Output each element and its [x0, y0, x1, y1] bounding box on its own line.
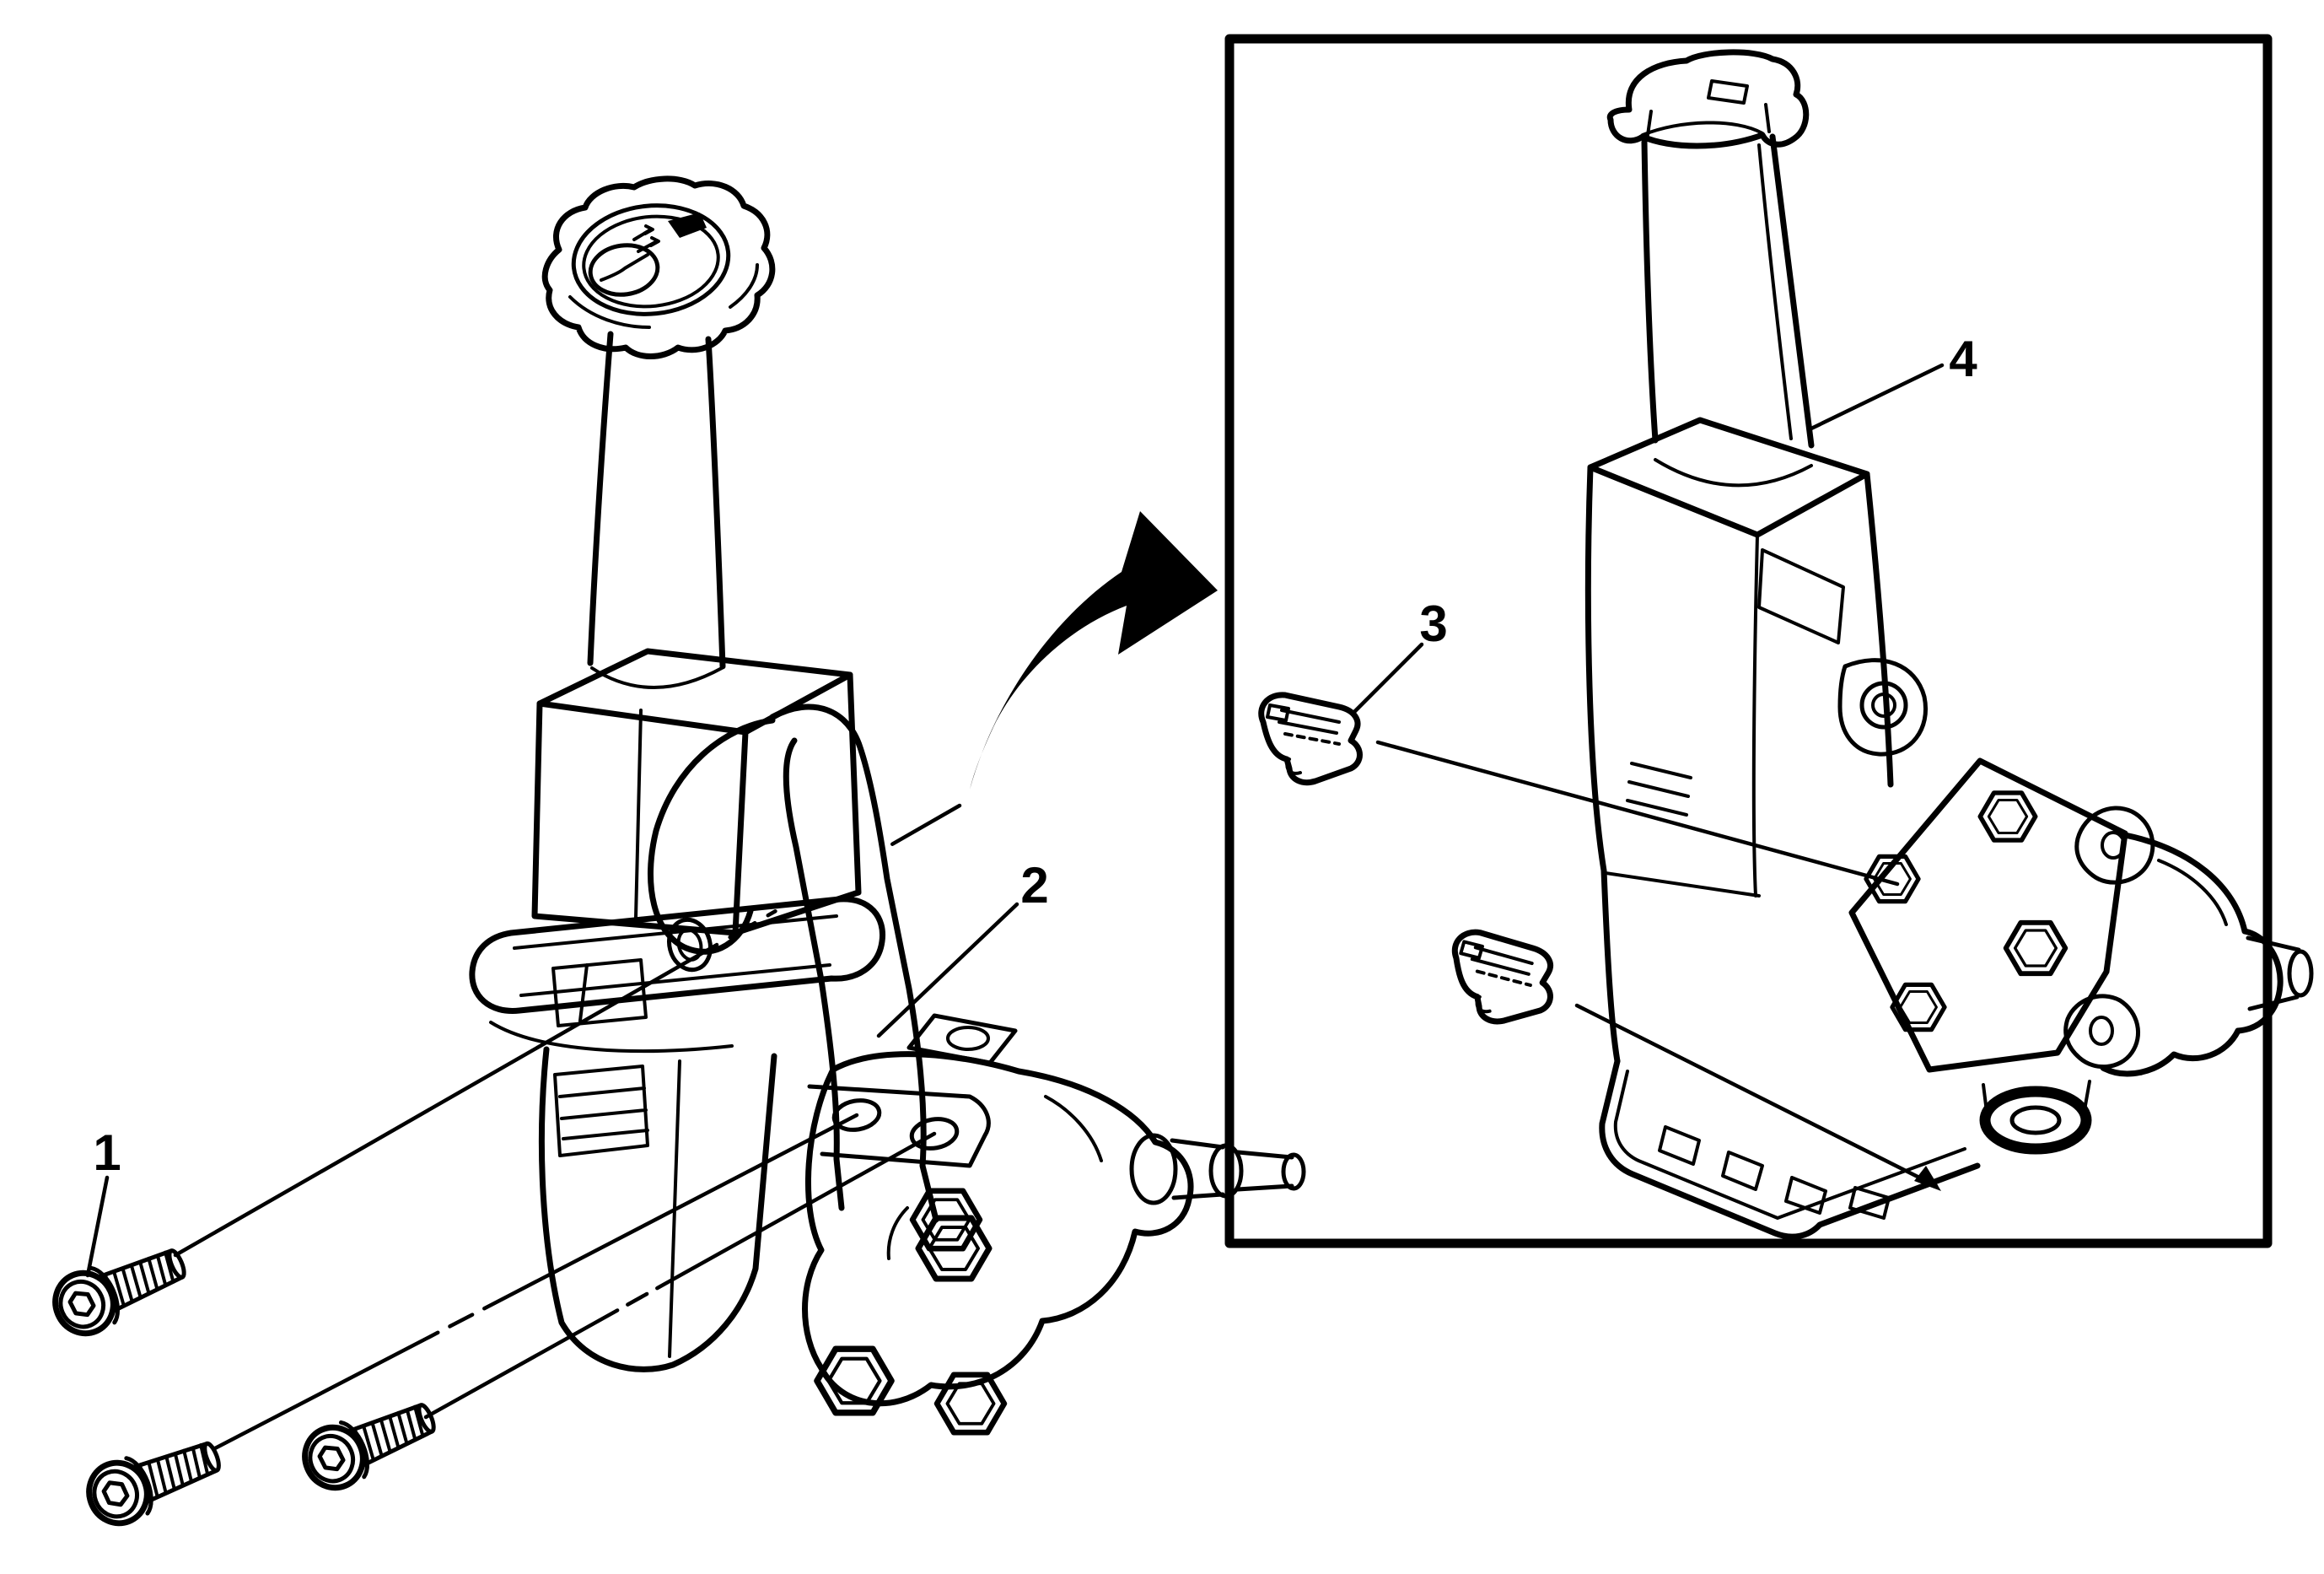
pump-port — [1281, 1152, 1306, 1191]
cap-mark — [668, 213, 707, 238]
callout-4: 4 — [1949, 331, 1977, 387]
clip-lower-arrowhead — [1914, 1166, 1941, 1191]
bracket-lower-hole-1 — [831, 1098, 882, 1132]
inset-detail-view: 3 4 — [1224, 34, 2314, 1248]
cap-scallop-outline — [541, 175, 776, 359]
leader-callout-2 — [876, 902, 1019, 1038]
bolt-2-centerline — [211, 1113, 859, 1452]
callout-1: 1 — [93, 1124, 121, 1181]
clip-upper-line — [1375, 740, 1900, 887]
inset-reservoir-body — [1584, 417, 1981, 1240]
leader-callout-1 — [85, 1175, 110, 1278]
leader-callout-3 — [1352, 642, 1424, 714]
bolt-3 — [296, 1388, 443, 1496]
inset-pump-port — [2287, 949, 2314, 998]
power-steering-pump — [802, 1013, 1306, 1432]
leader-callout-4 — [1809, 363, 1945, 431]
reservoir-lower-body — [538, 1046, 777, 1372]
pump-hex-bolt-2 — [817, 1349, 891, 1413]
bolt-2 — [80, 1427, 227, 1532]
leader-lines — [85, 803, 1019, 1452]
bracket-lower-hole-2 — [909, 1117, 960, 1151]
bracket-upper-hole — [667, 917, 713, 973]
reservoir-bracket — [648, 703, 991, 1223]
reservoir-body — [531, 648, 862, 936]
pump-hex-bolt-3 — [937, 1375, 1004, 1432]
main-assembly: 1 2 — [46, 175, 1306, 1532]
inset-hex-1 — [1980, 793, 2036, 840]
clip-lower-line — [1574, 1003, 1939, 1189]
curved-arrow-icon — [970, 511, 1218, 790]
bolt-3-centerline — [423, 1131, 937, 1420]
inset-reservoir-cap — [1606, 49, 1810, 149]
inset-hex-4 — [1892, 984, 1945, 1029]
inset-hex-3 — [2006, 923, 2066, 973]
retainer-clip-upper — [1262, 695, 1360, 783]
bolt-1 — [46, 1234, 193, 1342]
cap-gauge-icon — [588, 243, 660, 297]
inset-leader-lines — [1352, 363, 1945, 1191]
callout-2: 2 — [1020, 857, 1048, 914]
callout-3: 3 — [1419, 596, 1447, 652]
inset-pump-ring — [1979, 1086, 2092, 1155]
inset-pump — [1848, 757, 2314, 1155]
reservoir-collar — [469, 896, 886, 1054]
reservoir-neck — [587, 331, 726, 689]
inset-border — [1224, 34, 2273, 1248]
bolt-1-centerline — [173, 803, 962, 1258]
reservoir-cap — [541, 175, 776, 359]
mounting-bolts — [46, 1234, 443, 1532]
inset-reservoir-neck — [1641, 133, 1815, 449]
retainer-clip-lower — [1450, 931, 1555, 1026]
